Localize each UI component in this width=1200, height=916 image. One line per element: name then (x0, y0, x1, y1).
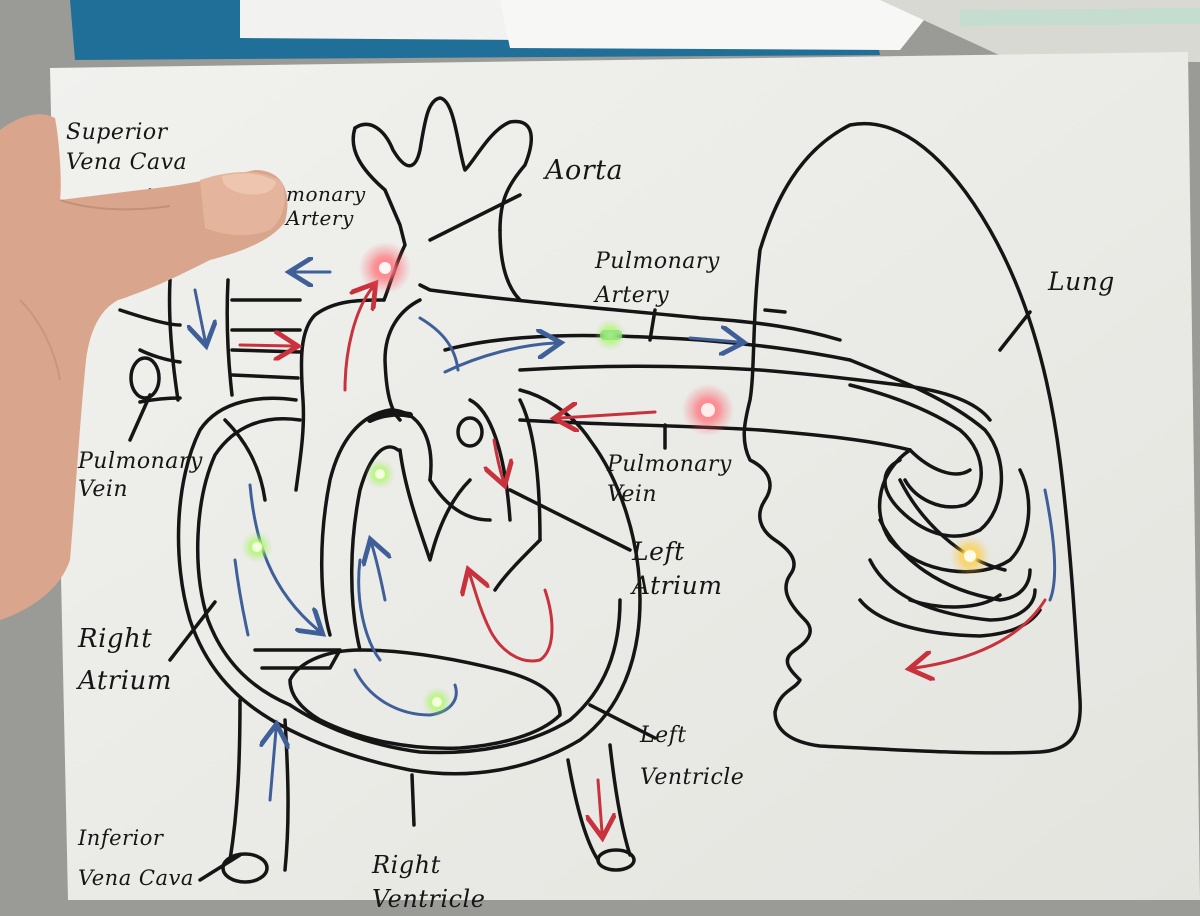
led-pulmonary-artery (594, 319, 626, 351)
label-pulmonary-artery-right: Pulmonary Artery (595, 249, 720, 308)
led-lung (950, 536, 990, 576)
led-septum-top (365, 459, 395, 489)
label-superior-vena-cava: Superior Vena Cava (66, 120, 188, 175)
hand (0, 114, 288, 621)
label-aorta: Aorta (545, 155, 624, 186)
label-pulmonary-vein-right: Pulmonary Vein (607, 452, 732, 507)
label-left-ventricle: Left Ventricle (640, 723, 745, 790)
label-inferior-vena-cava: Inferior Vena Cava (78, 826, 194, 890)
led-pulmonary-vein (682, 384, 734, 436)
oxygenated-flow-arrows (238, 288, 1047, 832)
led-lights (241, 242, 990, 717)
label-pulmonary-vein-left: Pulmonary Vein (78, 449, 203, 502)
label-left-atrium: Left Atrium (632, 537, 723, 600)
label-right-atrium: Right Atrium (78, 624, 172, 696)
book-top (70, 0, 1200, 62)
paper-sheet (50, 52, 1200, 900)
label-lung: Lung (1048, 267, 1115, 296)
led-aorta (359, 242, 411, 294)
label-right-ventricle: Right Ventricle (372, 851, 486, 913)
led-right-ventricle (422, 687, 452, 717)
label-pulmonary-artery-left: monary Artery (286, 182, 366, 230)
led-right-atrium (241, 531, 273, 563)
deoxygenated-flow-arrows (195, 272, 1057, 802)
